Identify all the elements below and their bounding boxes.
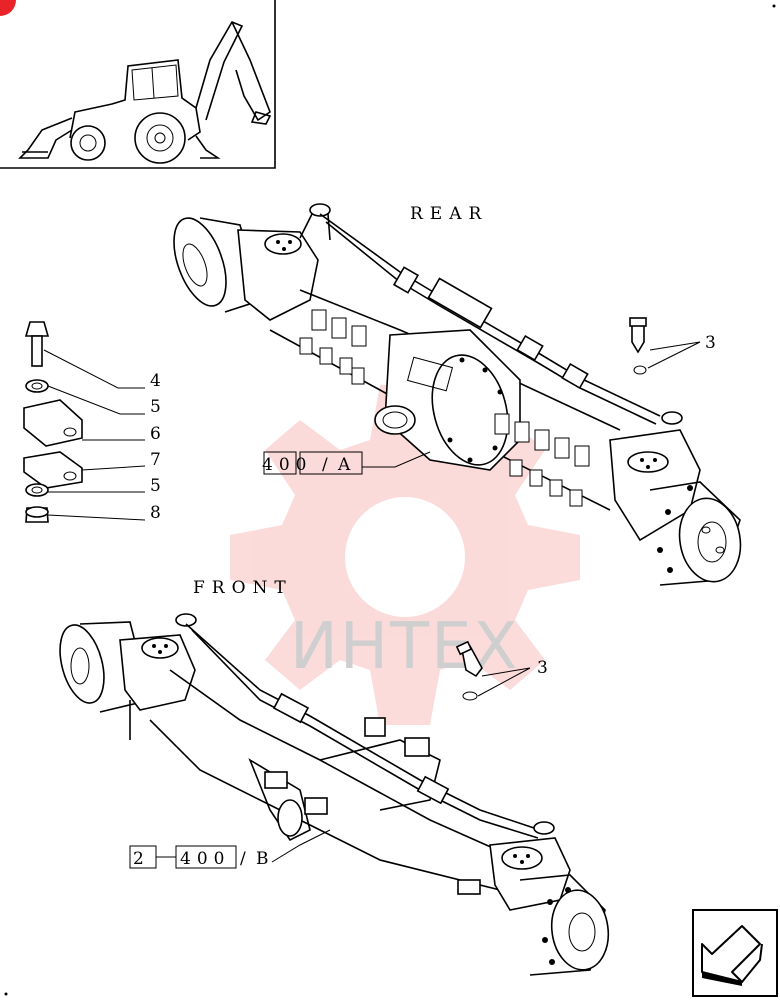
front-axle-assembly[interactable] [52, 613, 613, 976]
callout-block-bottom: 7 [150, 450, 161, 470]
next-page-arrow-icon[interactable] [692, 909, 778, 997]
grease-fitting-front[interactable] [455, 640, 531, 701]
corner-dot [772, 4, 776, 8]
watermark-logo [230, 385, 580, 725]
front-ref-prefix: 2 [133, 849, 150, 869]
grease-fitting-rear[interactable] [629, 317, 701, 375]
corner-dot [4, 992, 8, 996]
watermark-text: ИНТЕХ [290, 610, 519, 684]
callout-block-top: 6 [150, 424, 161, 444]
callout-bolt: 4 [150, 371, 161, 391]
front-ref-number: 400 [180, 849, 230, 869]
rear-ref-slash: / [322, 455, 334, 475]
front-axle-reference[interactable]: 2 400 / B [129, 829, 331, 869]
corner-marker [0, 0, 16, 16]
callout-washer-bottom: 5 [150, 476, 161, 496]
front-ref-suffix: B [256, 849, 275, 869]
mount-parts-stack[interactable] [23, 321, 146, 523]
front-ref-slash: / [240, 849, 252, 869]
callout-nut: 8 [150, 503, 161, 523]
rear-label: REAR [410, 204, 488, 224]
front-label: FRONT [193, 578, 293, 598]
rear-ref-suffix: A [337, 455, 356, 475]
rear-axle-assembly[interactable] [164, 203, 747, 587]
rear-axle-reference[interactable]: 400 / A [262, 451, 431, 475]
callout-washer-top: 5 [150, 397, 161, 417]
backhoe-loader-thumbnail [0, 0, 276, 169]
rear-ref-number: 400 [262, 455, 312, 475]
callout-grease-rear: 3 [705, 333, 716, 353]
callout-grease-front: 3 [537, 658, 548, 678]
